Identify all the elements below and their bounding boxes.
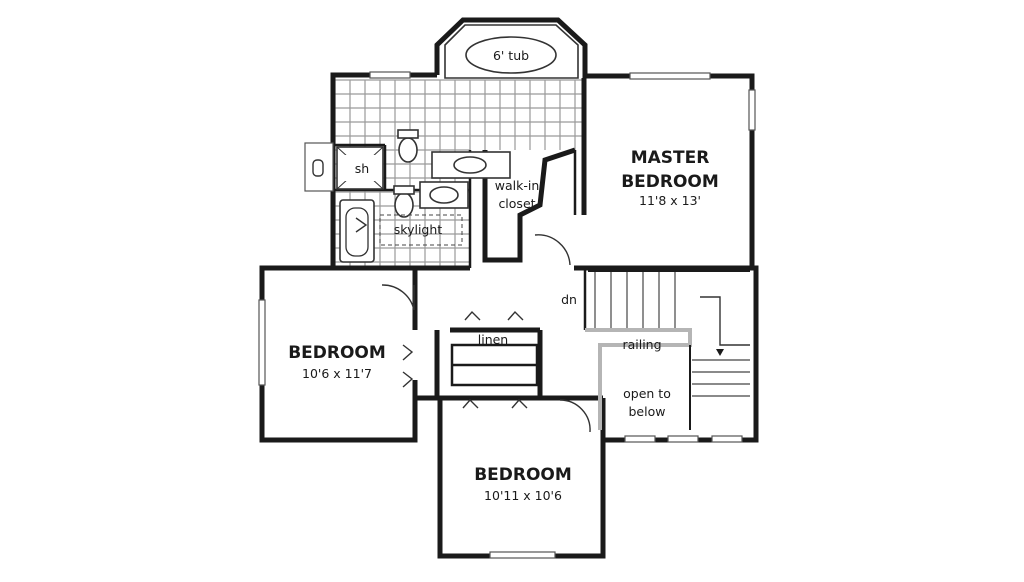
interior-walls	[333, 78, 754, 440]
bedroom-left-dims: 10'6 x 11'7	[302, 366, 372, 381]
staircase	[585, 270, 750, 430]
bedroom-left-name: BEDROOM	[288, 343, 386, 363]
walk-in-closet-label-1: walk-in	[495, 178, 540, 193]
walk-in-closet-label-2: closet	[498, 196, 535, 211]
shower-label: sh	[355, 161, 369, 176]
railing-label: railing	[622, 337, 661, 352]
master-bedroom-name-2: BEDROOM	[621, 172, 719, 192]
bedroom-bottom-name: BEDROOM	[474, 465, 572, 485]
linen-label: linen	[478, 332, 508, 347]
open-to-below-label-2: below	[629, 404, 666, 419]
windows	[258, 71, 756, 559]
master-bedroom-name-1: MASTER	[631, 148, 710, 168]
open-to-below-label-1: open to	[623, 386, 671, 401]
bedroom-bottom-dims: 10'11 x 10'6	[484, 488, 562, 503]
labels: 6' tub sh walk-in closet skylight linen …	[288, 48, 719, 503]
master-bedroom-dims: 11'8 x 13'	[639, 193, 701, 208]
tub-label: 6' tub	[493, 48, 529, 63]
door-swings	[355, 217, 591, 433]
stair-down-label: dn	[561, 292, 577, 307]
skylight-label: skylight	[394, 222, 443, 237]
